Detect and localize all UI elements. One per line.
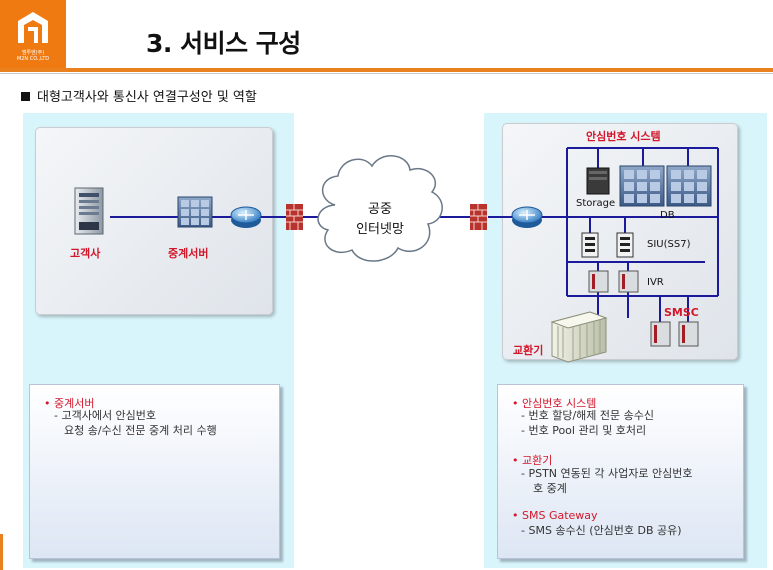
right-bullet-3: • SMS Gateway [512, 509, 598, 522]
right-sub-1-line1: - 번호 할당/해제 전문 송수신 [521, 409, 654, 422]
smsc-server-icon-2 [678, 321, 699, 347]
right-bullet-2: • 교환기 [512, 454, 553, 467]
company-logo: 엠투엔(주) M2N CO.,LTD [0, 0, 66, 68]
db-rack-icon-1 [619, 165, 665, 207]
internet-cloud-icon [317, 155, 443, 262]
siu-server-icon-1 [581, 232, 599, 258]
ivr-server-icon-1 [588, 270, 609, 293]
right-firewall-icon [470, 204, 487, 230]
left-sub-1-line2: 요청 송/수신 전문 중계 처리 수행 [64, 424, 217, 437]
relay-server-icon [177, 196, 213, 228]
subtitle-text: 대형고객사와 통신사 연결구성안 및 역할 [37, 90, 257, 105]
exchange-label: 교환기 [513, 344, 544, 357]
client-label: 고객사 [70, 247, 101, 260]
left-bullet-1: • 중계서버 [44, 397, 95, 410]
logo-mark-icon [18, 12, 48, 43]
right-sub-1-line2: - 번호 Pool 관리 및 호처리 [521, 424, 647, 437]
left-router-icon [230, 206, 262, 228]
system-description-box [497, 384, 744, 559]
ivr-label: IVR [647, 277, 664, 288]
square-bullet-icon [21, 92, 30, 101]
storage-icon [586, 167, 610, 195]
db-label: DB [660, 210, 675, 221]
right-router-icon [511, 206, 543, 228]
left-accent-bar [0, 534, 3, 570]
page-title: 3. 서비스 구성 [146, 29, 301, 58]
section-subtitle: 대형고객사와 통신사 연결구성안 및 역할 [21, 86, 257, 105]
header-divider [0, 68, 773, 72]
relay-server-label: 중계서버 [168, 247, 209, 260]
left-firewall-icon [286, 204, 303, 230]
relay-description-box [29, 384, 280, 559]
right-sub-2-line2: 호 중계 [533, 482, 567, 495]
left-sub-1-line1: - 고객사에서 안심번호 [54, 409, 157, 422]
storage-label: Storage [576, 198, 616, 209]
siu-server-icon-2 [616, 232, 634, 258]
system-bus-lines [566, 147, 719, 322]
right-bullet-1: • 안심번호 시스템 [512, 397, 597, 410]
right-sub-3-line1: - SMS 송수신 (안심번호 DB 공유) [521, 524, 682, 537]
exchange-switch-icon [550, 311, 608, 363]
cloud-label: 공중 인터넷망 [356, 202, 404, 237]
db-rack-icon-2 [666, 165, 712, 207]
logo-text: 엠투엔(주) M2N CO.,LTD [16, 50, 50, 62]
system-title-label: 안심번호 시스템 [586, 130, 661, 143]
siu-label: SIU(SS7) [647, 239, 691, 250]
ivr-server-icon-2 [618, 270, 639, 293]
header-divider-thin [0, 73, 773, 74]
client-server-icon [74, 187, 104, 235]
right-sub-2-line1: - PSTN 연동된 각 사업자로 안심번호 [521, 467, 693, 480]
smsc-server-icon-1 [650, 321, 671, 347]
smsc-label: SMSC [664, 306, 699, 319]
